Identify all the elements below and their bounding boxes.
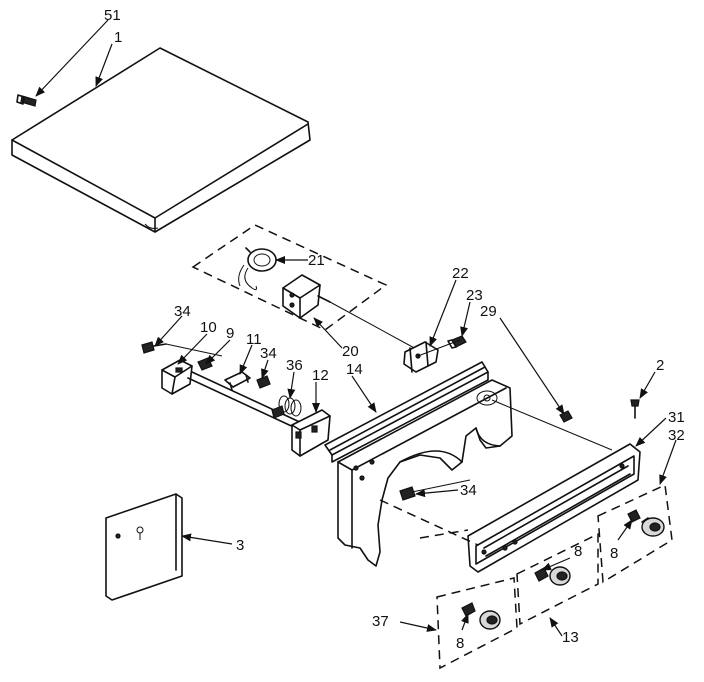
knob-group-37 xyxy=(436,577,518,670)
callout-8-right: 8 xyxy=(610,545,618,562)
callout-leaders xyxy=(35,19,677,637)
callout-21: 21 xyxy=(308,252,325,269)
callout-32: 32 xyxy=(668,427,685,444)
callout-labels: 51 1 21 22 23 29 20 34 10 9 11 34 36 12 … xyxy=(104,7,685,652)
callout-1: 1 xyxy=(114,29,122,46)
knob-group-13 xyxy=(516,532,599,626)
callout-29: 29 xyxy=(480,303,497,320)
console-rail xyxy=(324,361,489,463)
callout-34-left: 34 xyxy=(174,303,191,320)
switch-10 xyxy=(161,359,193,395)
screw-51 xyxy=(16,94,37,107)
callout-9: 9 xyxy=(226,325,234,342)
callout-31: 31 xyxy=(668,409,685,426)
callout-51: 51 xyxy=(104,7,121,24)
callout-11: 11 xyxy=(246,331,262,348)
rear-cover-3 xyxy=(105,493,183,601)
screw-23 xyxy=(447,335,467,349)
screw-34-left xyxy=(141,341,167,354)
callout-22: 22 xyxy=(452,265,469,282)
timer-switch-block xyxy=(282,274,419,351)
callout-34-right: 34 xyxy=(460,482,477,499)
callout-37: 37 xyxy=(372,613,389,630)
callout-13: 13 xyxy=(562,629,579,646)
callout-34-mid: 34 xyxy=(260,345,277,362)
screw-34-right xyxy=(399,486,416,501)
callout-8-middle: 8 xyxy=(574,543,582,560)
callout-3: 3 xyxy=(236,537,244,554)
callout-20: 20 xyxy=(342,343,359,360)
screw-34-mid xyxy=(256,375,271,389)
callout-8-left: 8 xyxy=(456,635,464,652)
console-panel xyxy=(467,443,641,573)
callout-23: 23 xyxy=(466,287,483,304)
console-body xyxy=(337,379,513,567)
top-lid xyxy=(11,47,311,233)
bracket-22 xyxy=(403,341,439,373)
callout-2: 2 xyxy=(656,357,664,374)
clip-11 xyxy=(224,371,251,391)
knob-group-32 xyxy=(597,483,673,584)
bracket-12 xyxy=(291,409,331,457)
callout-14: 14 xyxy=(346,361,363,378)
screw-29 xyxy=(559,410,573,423)
timer-assembly-box xyxy=(191,224,388,331)
callout-10: 10 xyxy=(200,319,217,336)
timer-motor xyxy=(238,247,277,291)
spring-36 xyxy=(271,395,302,419)
pin-2 xyxy=(630,399,640,419)
callout-36: 36 xyxy=(286,357,303,374)
callout-12: 12 xyxy=(312,367,329,384)
